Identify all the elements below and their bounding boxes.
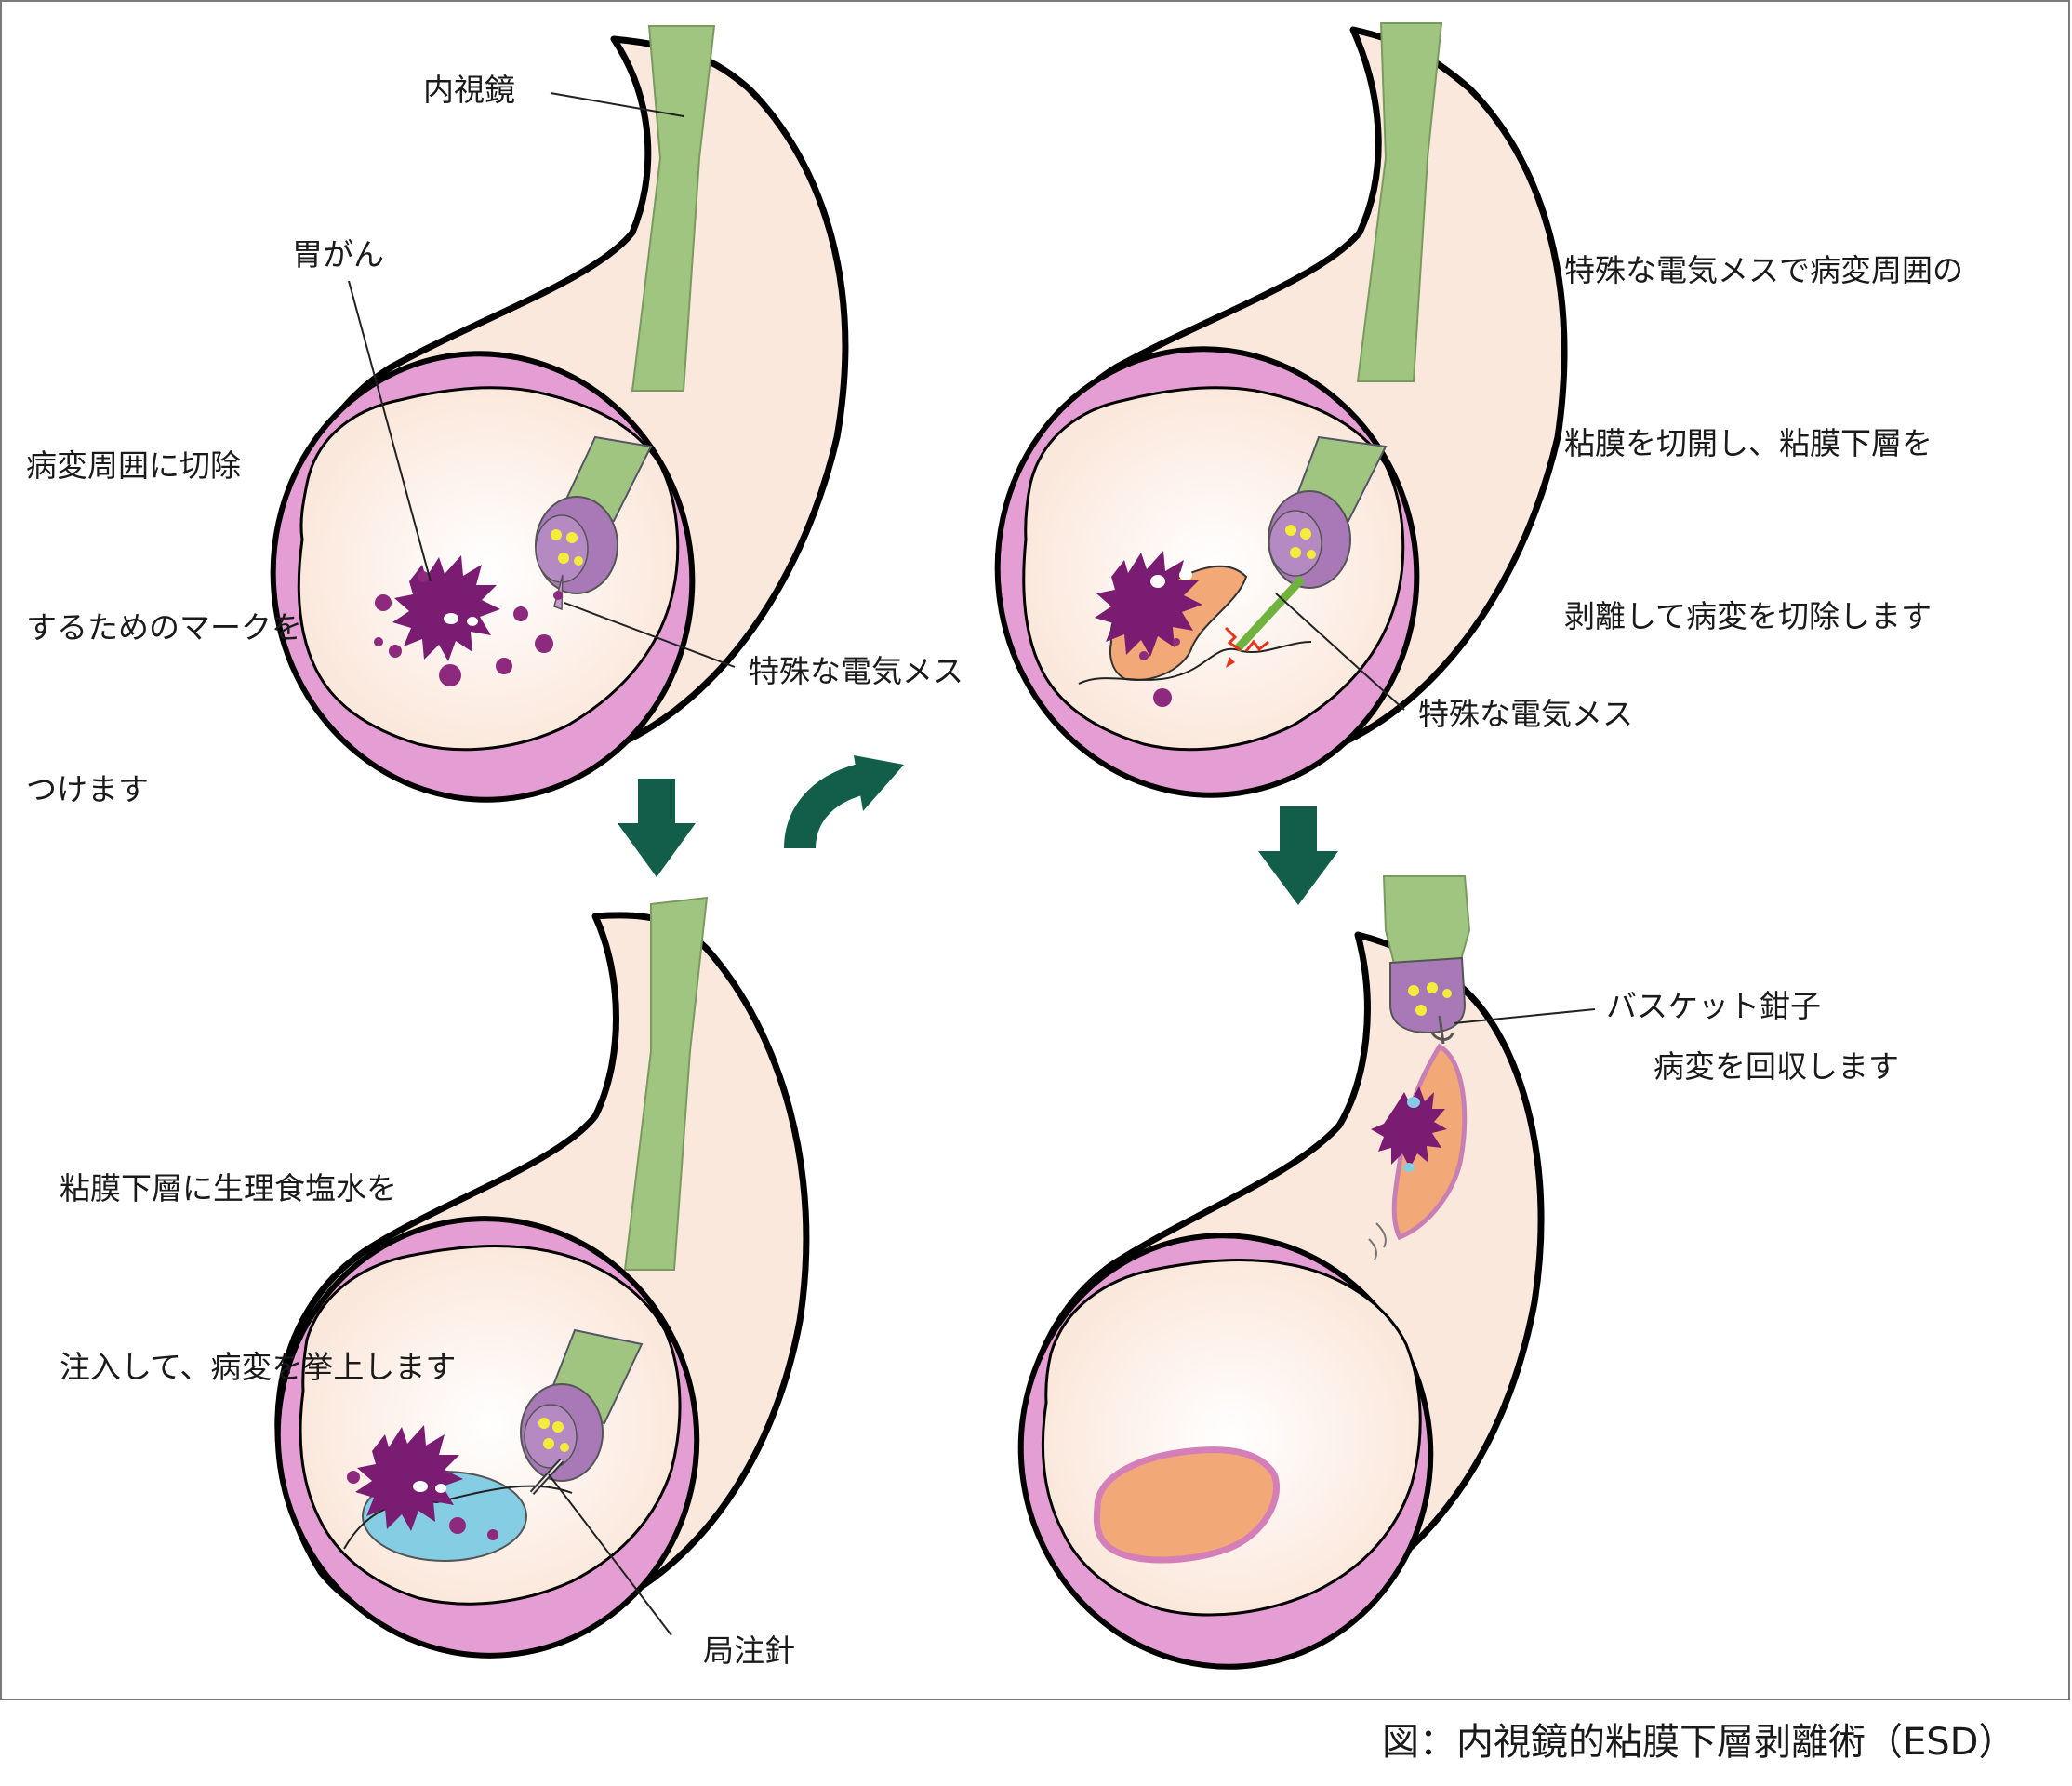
endoscope-tube [631, 25, 716, 392]
label-line: 粘膜下層に生理食塩水を [60, 1170, 397, 1206]
label-retrieval: 病変を回収します [1654, 1048, 1899, 1085]
leader-needle [548, 1473, 672, 1636]
endoscope-tube [1356, 22, 1443, 382]
label-gastric-cancer: 胃がん [292, 236, 384, 273]
label-line: 注入して、病変を挙上します [60, 1349, 457, 1385]
arrow-down-icon [1258, 806, 1338, 905]
label-electric-knife-1: 特殊な電気メス [749, 653, 963, 689]
label-endoscope: 内視鏡 [423, 72, 515, 108]
leader-knife-1 [564, 602, 736, 668]
injection-needle-core [531, 1459, 563, 1494]
incision-edge [1078, 641, 1312, 685]
label-line: するためのマークを [26, 609, 302, 646]
label-injection: 粘膜下層に生理食塩水を 注入して、病変を挙上します [60, 1040, 456, 1457]
label-line: 粘膜を切開し、粘膜下層を [1564, 425, 1933, 461]
label-line: 剥離して病変を切除します [1564, 598, 1933, 634]
leader-knife-2 [1275, 593, 1405, 711]
label-local-injection-needle: 局注針 [703, 1633, 795, 1669]
figure-caption: 図：内視鏡的粘膜下層剥離術（ESD） [1382, 1721, 2016, 1764]
gastric-cancer-lesion [347, 1425, 498, 1540]
endoscope-tube [623, 896, 709, 1271]
label-line: 特殊な電気メスで病変周囲の [1564, 252, 1963, 288]
label-electric-knife-2: 特殊な電気メス [1418, 696, 1633, 732]
label-line: つけます [26, 771, 149, 807]
label-marking: 病変周囲に切除 するためのマークを つけます [26, 331, 302, 871]
endoscope-tube [1382, 875, 1471, 969]
panel-injection [274, 896, 810, 1659]
label-line: 病変周囲に切除 [26, 447, 241, 484]
arrow-curved-icon [784, 755, 904, 849]
endoscope-tip [1389, 956, 1467, 1034]
endoscope-tip [520, 1383, 604, 1482]
arrow-down-icon [618, 779, 696, 877]
endoscope-tip [535, 496, 618, 594]
label-basket-forceps: バスケット鉗子 [1606, 988, 1821, 1024]
panel-marking [270, 25, 849, 803]
leader-cancer [348, 280, 432, 582]
gastric-cancer-lesion [1095, 551, 1202, 707]
electric-knife [1233, 575, 1306, 653]
leader-endoscope [550, 92, 684, 117]
motion-lines [1368, 1222, 1387, 1260]
spark-icon [1224, 626, 1269, 668]
gastric-cancer-lesion [374, 555, 563, 686]
basket-forceps [1430, 1015, 1454, 1045]
gastric-cancer-lesion [1371, 1086, 1447, 1172]
resection-ulcer [1093, 1446, 1281, 1564]
panel-retrieval [1017, 875, 1545, 1670]
endoscope-tip [1268, 490, 1351, 589]
panel-dissection [994, 22, 1568, 798]
label-dissection: 特殊な電気メスで病変周囲の 粘膜を切開し、粘膜下層を 剥離して病変を切除します [1564, 127, 1963, 703]
figure-frame [0, 0, 2070, 1700]
